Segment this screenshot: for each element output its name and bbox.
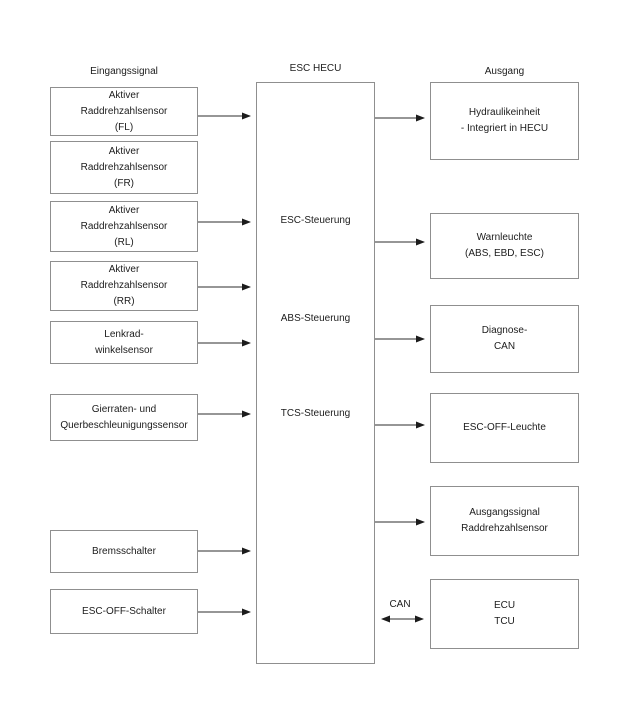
box-text-line: (RR) [113,296,135,307]
box-text-line: Ausgangssignal [469,507,540,518]
box-text-line: (RL) [114,236,134,248]
output-box-diagnosis-can: Diagnose- CAN [430,305,579,373]
box-text-line: (ABS, EBD, ESC) [465,248,544,259]
box-text-line: (FR) [114,177,134,189]
can-bus-label: CAN [389,599,411,610]
box-text-line: Raddrehzahlsensor [461,523,548,534]
box-text-line: Aktiver [108,89,140,101]
column-title-outputs: Ausgang [484,66,525,77]
box-text-line: ECU [493,600,516,611]
input-box-wheel-speed-rr: Aktiver Raddrehzahlsensor (RR) [50,261,198,311]
box-text-line: TCU [494,616,515,627]
box-text-line: Gierraten- und [91,403,157,415]
input-box-esc-off-switch: ESC-OFF-Schalter [50,589,198,634]
output-box-hydraulic-unit: Hydraulikeinheit - Integriert in HECU [430,82,579,160]
input-box-steering-angle-sensor: Lenkrad- winkelsensor [50,321,198,364]
output-box-warning-lamp: Warnleuchte (ABS, EBD, ESC) [430,213,579,279]
input-box-yaw-lateral-sensor: Gierraten- und Querbeschleunigungssensor [50,394,198,441]
box-text-line: Bremsschalter [92,545,156,557]
box-text-line: Raddrehzahlsensor [80,105,168,117]
box-text-line: Querbeschleunigungssensor [60,419,188,431]
box-text-line: winkelsensor [95,344,153,356]
hecu-function-tcs: TCS-Steuerung [280,408,351,419]
box-text-line: ESC-OFF-Leuchte [463,422,546,433]
hecu-function-abs: ABS-Steuerung [280,313,351,324]
box-text-line: (FL) [114,121,134,133]
output-box-ecu-tcu: ECU TCU [430,579,579,649]
box-text-line: - Integriert in HECU [460,123,549,134]
box-text-line: Raddrehzahlsensor [80,161,168,173]
column-title-inputs: Eingangssignal [90,66,158,77]
box-text-line: Raddrehzahlsensor [80,280,168,291]
input-box-wheel-speed-rl: Aktiver Raddrehzahlsensor (RL) [50,201,198,252]
box-text-line: Hydraulikeinheit [468,107,541,118]
box-text-line: Lenkrad- [104,328,144,340]
input-box-brake-switch: Bremsschalter [50,530,198,573]
hecu-function-esc: ESC-Steuerung [280,215,351,226]
box-text-line: Aktiver [108,264,140,275]
input-box-wheel-speed-fl: Aktiver Raddrehzahlsensor (FL) [50,87,198,136]
box-text-line: Warnleuchte [476,232,533,243]
box-text-line: ESC-OFF-Schalter [82,605,166,617]
box-text-line: Raddrehzahlsensor [80,220,168,232]
box-text-line: Aktiver [108,145,140,157]
input-box-wheel-speed-fr: Aktiver Raddrehzahlsensor (FR) [50,141,198,194]
box-text-line: Aktiver [108,204,140,216]
column-title-hecu: ESC HECU [289,63,342,74]
box-text-line: Diagnose- [481,325,528,336]
box-text-line: CAN [493,341,516,352]
output-box-esc-off-lamp: ESC-OFF-Leuchte [430,393,579,463]
output-box-wheel-speed-output: Ausgangssignal Raddrehzahlsensor [430,486,579,556]
hecu-box: ESC-Steuerung ABS-Steuerung TCS-Steuerun… [256,82,375,664]
